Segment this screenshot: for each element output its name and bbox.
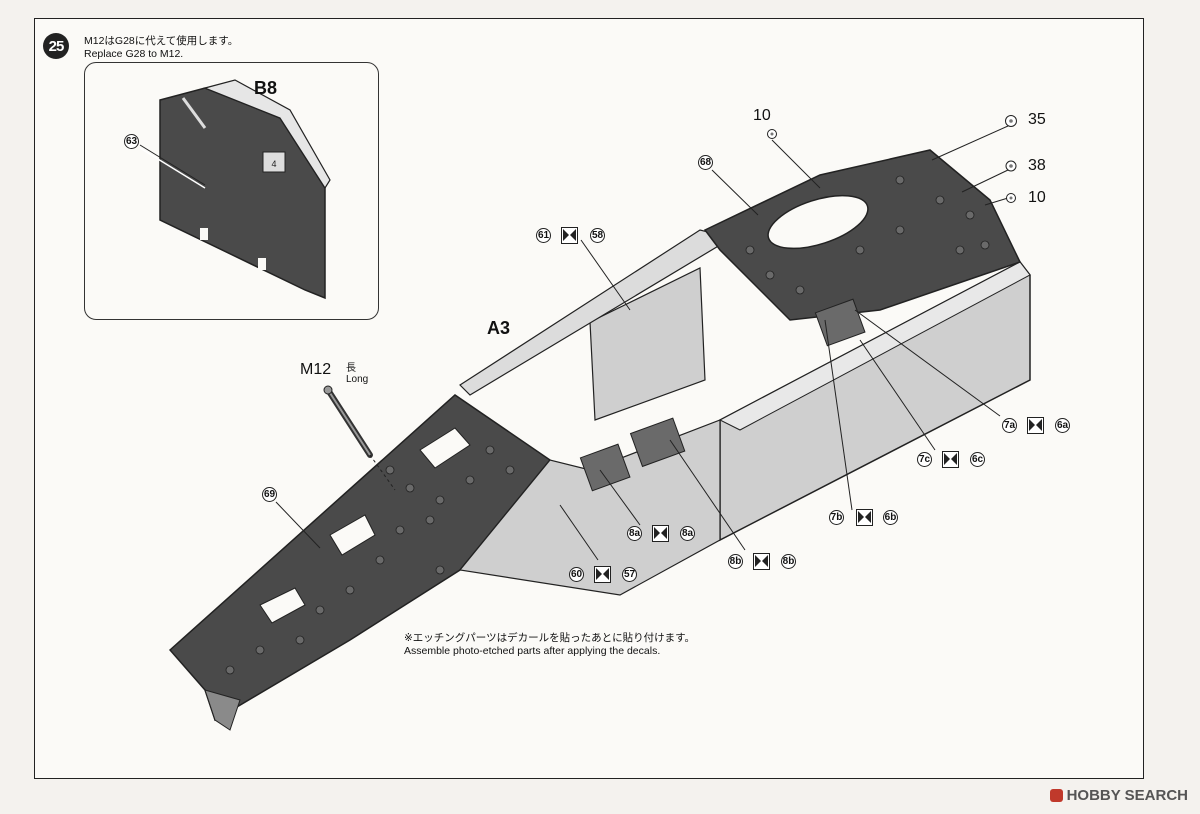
callout-61: 61: [536, 228, 551, 243]
fastener-label-35: 35: [1028, 111, 1046, 128]
photo-etch-icon: [1027, 417, 1044, 434]
replacement-note: M12はG28に代えて使用します。 Replace G28 to M12.: [84, 35, 238, 61]
callout-57: 57: [622, 567, 637, 582]
screw-note-en: Long: [346, 374, 369, 385]
photo-etch-icon: [856, 509, 873, 526]
inset-callout-63: 63: [124, 134, 139, 149]
photo-etch-icon: [561, 227, 578, 244]
replacement-note-jp: M12はG28に代えて使用します。: [84, 35, 239, 47]
photo-etch-icon: [594, 566, 611, 583]
fastener-label-10-top: 10: [753, 107, 771, 124]
inset-part-b8: 4: [139, 79, 331, 300]
fastener-label-10-right: 10: [1028, 189, 1046, 206]
callout-60: 60: [569, 567, 584, 582]
photo-etch-icon: [942, 451, 959, 468]
watermark-text: HOBBY SEARCH: [1066, 787, 1188, 804]
screw-note: 長 Long: [346, 363, 368, 385]
callout-69: 69: [262, 487, 277, 502]
photo-etch-note-en: Assemble photo-etched parts after applyi…: [404, 645, 661, 657]
leader-lines: [275, 125, 1009, 561]
replacement-note-en: Replace G28 to M12.: [84, 48, 184, 60]
inset-tab-number: 4: [271, 159, 276, 169]
watermark: HOBBY SEARCH: [1049, 787, 1188, 804]
fastener-label-38: 38: [1028, 157, 1046, 174]
photo-etch-icon: [753, 553, 770, 570]
step-number-badge: 25: [43, 33, 69, 59]
main-part-label: A3: [487, 318, 511, 338]
screw-label: M12: [300, 361, 332, 378]
m12-screw-part: [323, 385, 396, 491]
callout-6c: 6c: [970, 452, 985, 467]
callout-58: 58: [590, 228, 605, 243]
screw-note-jp: 長: [346, 363, 356, 374]
photo-etch-icon: [652, 525, 669, 542]
callout-7b: 7b: [829, 510, 844, 525]
watermark-logo-icon: [1049, 789, 1063, 802]
callout-6b: 6b: [883, 510, 898, 525]
photo-etch-note-jp: ※エッチングパーツはデカールを貼ったあとに貼り付けます。: [404, 632, 696, 644]
callout-7c: 7c: [917, 452, 932, 467]
callout-8a-left: 8a: [627, 526, 642, 541]
callout-7a: 7a: [1002, 418, 1017, 433]
callout-68: 68: [698, 155, 713, 170]
callout-8b-left: 8b: [728, 554, 743, 569]
callout-8b-right: 8b: [781, 554, 796, 569]
inset-part-label: B8: [254, 78, 278, 98]
callout-6a: 6a: [1055, 418, 1070, 433]
photo-etch-note: ※エッチングパーツはデカールを貼ったあとに貼り付けます。 Assemble ph…: [404, 632, 695, 658]
part-a3-hull: [168, 149, 1031, 731]
callout-8a-right: 8a: [680, 526, 695, 541]
